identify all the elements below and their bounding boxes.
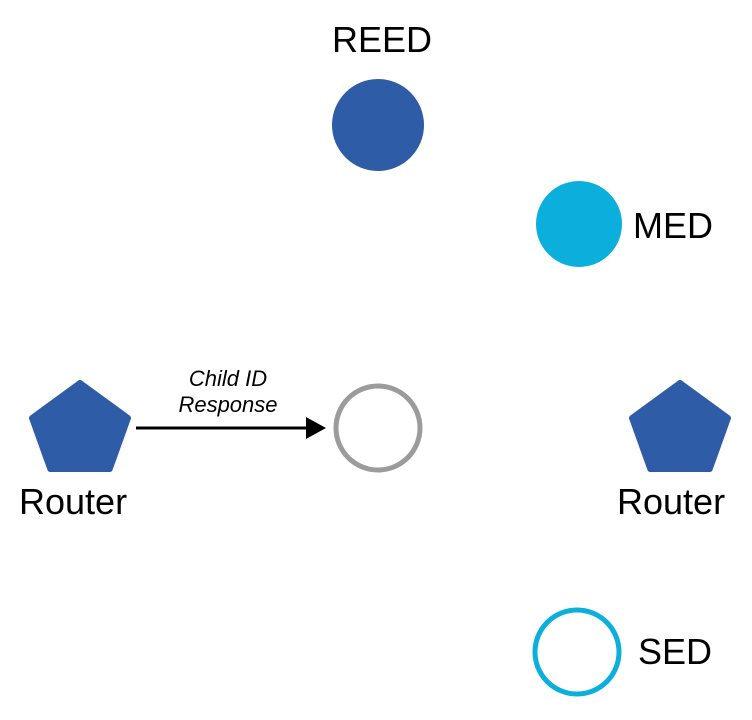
edge-label-line-2: Response xyxy=(178,392,278,417)
outline-circle-icon xyxy=(333,383,423,473)
pentagon-icon xyxy=(629,380,731,472)
node-reed[interactable] xyxy=(330,77,426,173)
node-joining-device[interactable] xyxy=(332,382,424,474)
edge-label-child-id-response: Child ID Response xyxy=(128,366,328,418)
node-router-left[interactable] xyxy=(28,380,132,472)
edge-child-id-response-arrow xyxy=(130,405,330,451)
outline-circle-icon xyxy=(532,607,622,697)
node-label-med: MED xyxy=(633,205,713,246)
pentagon-icon xyxy=(29,380,131,472)
edge-label-line-1: Child ID xyxy=(188,366,268,391)
node-sed[interactable] xyxy=(531,606,623,698)
node-label-router-right: Router xyxy=(617,481,726,522)
node-label-reed: REED xyxy=(332,19,433,60)
node-label-router-left: Router xyxy=(19,481,128,522)
node-med[interactable] xyxy=(535,180,623,268)
filled-circle-icon xyxy=(332,79,424,171)
filled-circle-icon xyxy=(536,181,622,267)
node-label-sed: SED xyxy=(638,631,713,672)
arrow-head-icon xyxy=(306,417,326,439)
node-router-right[interactable] xyxy=(628,380,732,472)
